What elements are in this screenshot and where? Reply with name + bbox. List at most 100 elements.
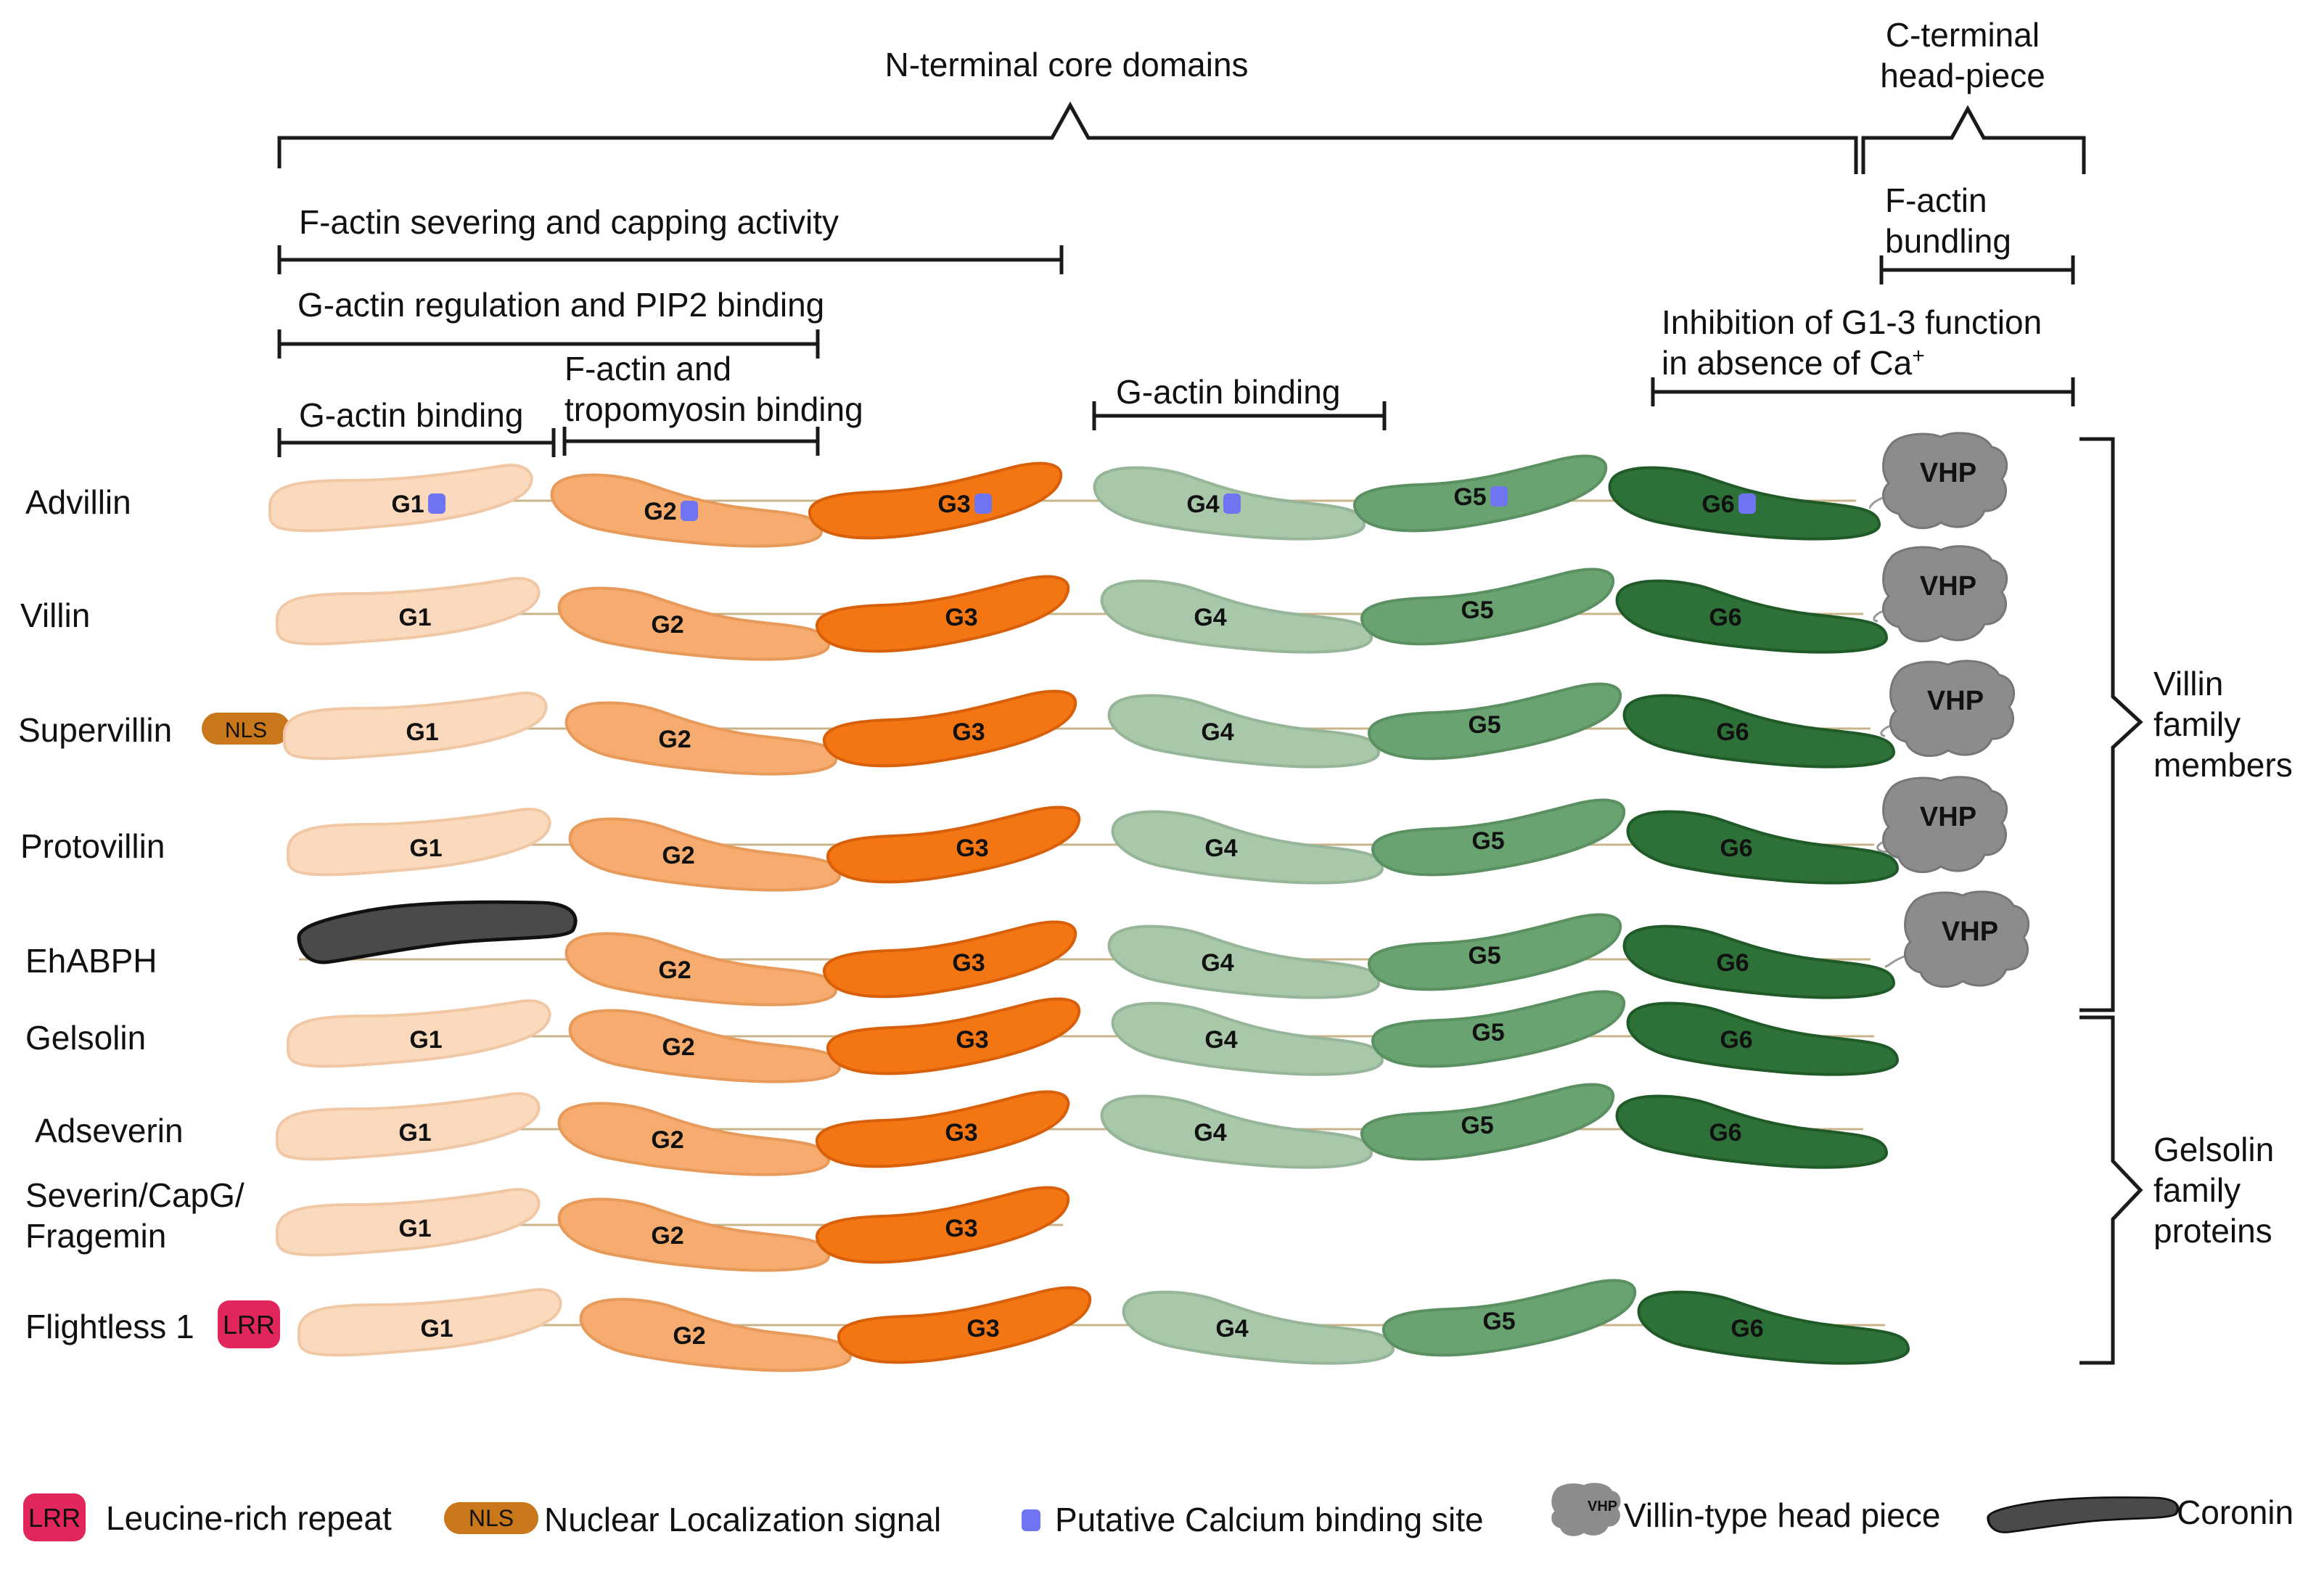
g5-label: G5: [1468, 711, 1500, 739]
g4-domain: G4: [1107, 694, 1381, 768]
g5-label: G5: [1482, 1308, 1515, 1335]
g2-domain: G2: [564, 932, 838, 1007]
g1-label: G1: [398, 604, 431, 631]
g3-label: G3: [945, 1215, 977, 1242]
g2-domain: G2: [557, 586, 831, 661]
calcium-site: [428, 493, 445, 514]
g2-label: G2: [662, 1033, 694, 1061]
calcium-site: [974, 493, 992, 514]
g3-domain: G3: [822, 689, 1077, 768]
g1-label: G1: [420, 1315, 453, 1343]
inhibition-label-1: Inhibition of G1-3 function: [1662, 303, 2042, 341]
pip2-label: G-actin regulation and PIP2 binding: [297, 286, 824, 324]
g1-domain: G1: [286, 999, 551, 1068]
g3-domain: G3: [815, 1090, 1070, 1168]
legend-nls-label: Nuclear Localization signal: [544, 1501, 941, 1538]
g2-label: G2: [658, 956, 691, 984]
g6-domain: G6: [1615, 579, 1889, 654]
calcium-site: [1738, 493, 1756, 514]
top-annotation-brackets: N-terminal core domains C-terminal head-…: [277, 16, 2086, 457]
g6-label: G6: [1701, 491, 1734, 518]
f-actin-bundling-label-2: bundling: [1885, 222, 2011, 260]
g5-label: G5: [1471, 1019, 1504, 1046]
coronin-domain: [299, 902, 575, 962]
g5-domain: G5: [1360, 1083, 1615, 1161]
g-actin-binding-bracket-1: [277, 428, 556, 457]
protein-name: Gelsolin: [25, 1019, 146, 1057]
g4-domain: G4: [1111, 810, 1384, 885]
tropomyosin-bracket: [562, 427, 820, 456]
g3-label: G3: [956, 1026, 988, 1054]
g2-domain: G2: [557, 1197, 831, 1272]
g4-domain: G4: [1100, 1094, 1374, 1169]
villin-family-bracket: [2079, 437, 2143, 1012]
inhibition-bracket: [1651, 377, 2075, 406]
tropomyosin-label-1: F-actin and: [564, 350, 731, 388]
calcium-site: [681, 501, 698, 521]
g5-domain: G5: [1371, 798, 1626, 877]
group-brackets: Villin family members Gelsolin family pr…: [2079, 437, 2293, 1365]
calcium-site: [1490, 486, 1508, 507]
g4-domain: G4: [1111, 1001, 1384, 1076]
vhp-domain: VHP: [1903, 890, 2030, 988]
g3-domain: G3: [837, 1286, 1092, 1364]
g5-domain: G5: [1371, 990, 1626, 1068]
g2-label: G2: [658, 726, 691, 753]
g5-label: G5: [1468, 942, 1500, 970]
protein-name: Villin: [20, 597, 90, 634]
g2-label: G2: [673, 1322, 705, 1350]
protein-name: Adseverin: [35, 1112, 184, 1149]
legend-calcium-label: Putative Calcium binding site: [1055, 1501, 1484, 1538]
g6-label: G6: [1709, 1119, 1741, 1147]
g4-label: G4: [1204, 1026, 1237, 1054]
vhp-label: VHP: [1920, 458, 1976, 488]
tropomyosin-label-2: tropomyosin binding: [564, 390, 863, 428]
c-terminal-label-2: head-piece: [1880, 57, 2045, 94]
nls-badge: [202, 713, 290, 745]
g1-label: G1: [398, 1119, 431, 1147]
g5-domain: G5: [1360, 567, 1615, 646]
g1-domain: G1: [286, 808, 551, 877]
g6-label: G6: [1716, 718, 1749, 746]
g1-label: G1: [398, 1215, 431, 1242]
protein-name: Flightless 1: [25, 1308, 194, 1345]
legend: LRR Leucine-rich repeat NLS Nuclear Loca…: [23, 1483, 2294, 1541]
g1-domain: G1: [275, 577, 541, 646]
legend-nls-swatch: [444, 1502, 538, 1534]
protein-name: Protovillin: [20, 827, 165, 865]
g1-domain: G1: [268, 464, 533, 533]
g6-domain: G6: [1626, 810, 1900, 885]
legend-lrr-label: Leucine-rich repeat: [106, 1499, 392, 1537]
villin-family-label-2: family: [2153, 705, 2241, 743]
pip2-bracket: [277, 329, 820, 358]
vhp-label: VHP: [1920, 802, 1976, 832]
g5-label: G5: [1461, 597, 1493, 624]
g3-domain: G3: [815, 575, 1070, 653]
g6-domain: G6: [1608, 466, 1881, 541]
lrr-badge-text: LRR: [223, 1310, 275, 1340]
vhp-label: VHP: [1920, 571, 1976, 602]
n-terminal-label: N-terminal core domains: [884, 46, 1248, 83]
g4-domain: G4: [1122, 1290, 1395, 1365]
g3-domain: G3: [808, 462, 1063, 540]
g6-domain: G6: [1622, 925, 1896, 999]
g1-label: G1: [409, 835, 442, 862]
legend-vhp-label: Villin-type head piece: [1624, 1496, 1940, 1534]
g3-label: G3: [952, 949, 985, 977]
protein-name: Supervillin: [18, 711, 172, 749]
legend-lrr-swatch: [23, 1493, 86, 1541]
legend-lrr-swatch-text: LRR: [28, 1503, 81, 1533]
g4-label: G4: [1201, 949, 1233, 977]
g2-label: G2: [651, 1126, 683, 1154]
c-terminal-bracket: [1861, 104, 2086, 174]
g3-label: G3: [937, 491, 970, 518]
g2-label: G2: [651, 1222, 683, 1250]
n-terminal-bracket: [277, 101, 1858, 174]
g1-domain: G1: [297, 1288, 562, 1357]
